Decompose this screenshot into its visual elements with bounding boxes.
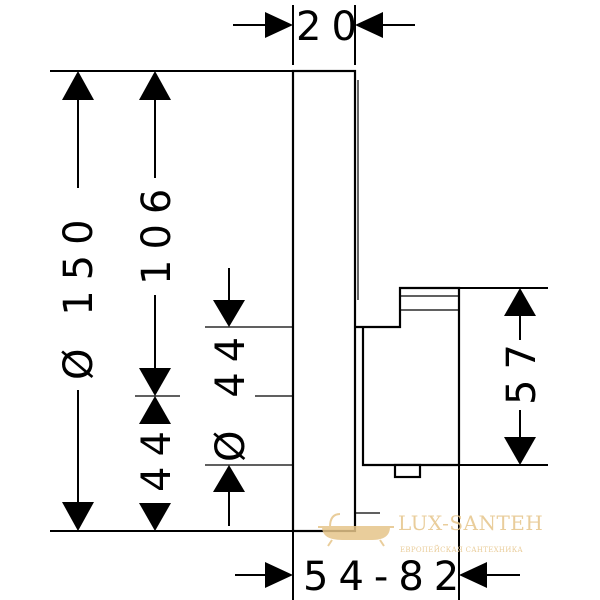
dim-57-label: 57: [499, 334, 545, 405]
bathtub-icon: [318, 513, 394, 547]
dim-54-82-label: 54-82: [303, 554, 469, 600]
dimension-diameter-44: Ø 44: [208, 268, 254, 526]
cover-plate: [291, 69, 357, 533]
dimension-width-top: 20: [233, 4, 415, 65]
dim-44-label: 44: [134, 421, 180, 492]
dimension-diameter-150: Ø 150: [56, 71, 102, 531]
dim-d44-label: Ø 44: [208, 327, 254, 462]
dimension-height-106: 106: [134, 71, 180, 396]
thermostat-body: [355, 286, 461, 467]
watermark-tagline: ЕВРОПЕЙСКАЯ САНТЕХНИКА: [400, 545, 523, 554]
dim-20-label: 20: [296, 4, 367, 50]
watermark-brand: LUX-SANTEH: [398, 511, 543, 535]
dim-150-label: Ø 150: [56, 209, 102, 380]
product-outline: [291, 69, 461, 533]
dimension-height-44: 44: [134, 396, 180, 531]
watermark: LUX-SANTEH ЕВРОПЕЙСКАЯ САНТЕХНИКА: [318, 511, 543, 554]
dimension-depth-range: 54-82: [235, 465, 520, 600]
extension-lines: [50, 70, 548, 532]
dimension-height-57: 57: [499, 288, 545, 465]
dim-106-label: 106: [134, 179, 180, 285]
bottom-nub: [393, 463, 422, 479]
